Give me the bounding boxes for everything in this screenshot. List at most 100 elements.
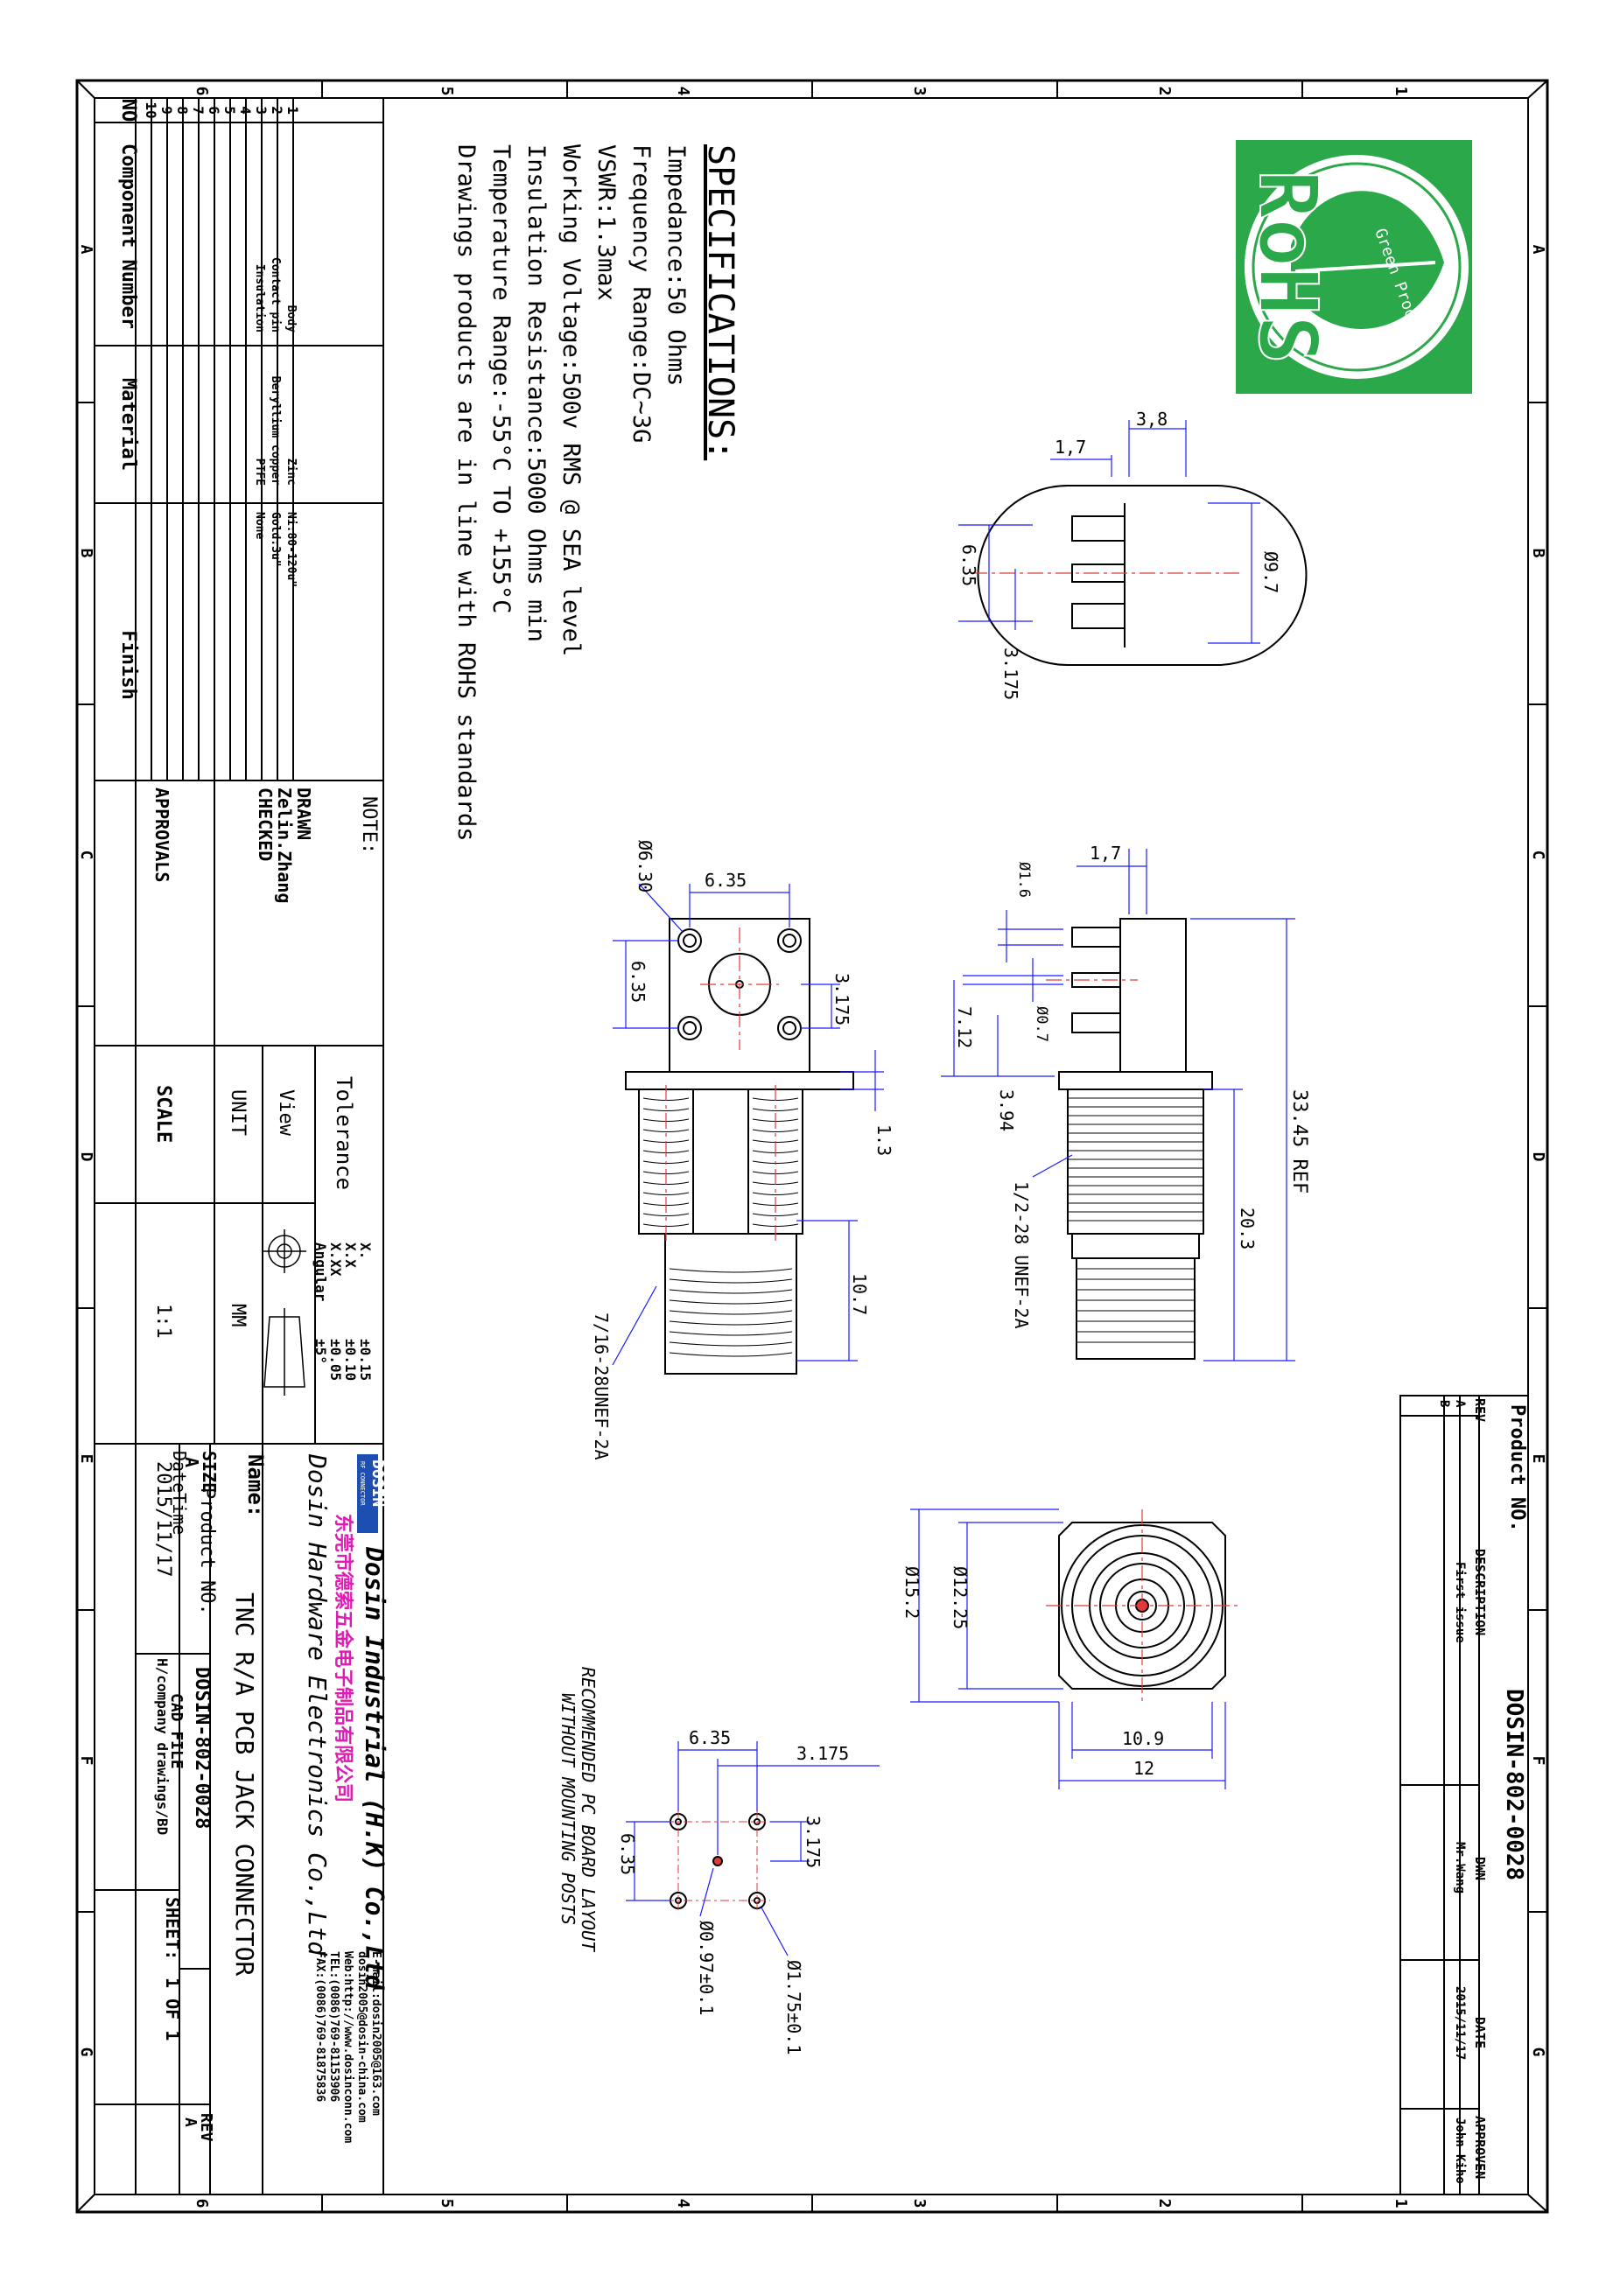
zone-letter-b2: B [77,549,95,558]
rev-value: A [181,2118,200,2127]
pcb-note-line-2: WITHOUT MOUNTING POSTS [558,1693,579,1925]
tolerance-val-xxx: ±0.05 [327,1339,344,1381]
bom-row-1-component: Body [284,305,298,332]
cad-value: H/company drawings/BD [154,1658,171,1835]
side-view-threads [1068,1097,1203,1343]
title-block-text: NOTE: DRAWN Zelin.Zhang CHECKED APPROVAL… [151,788,380,1381]
dim-0-7: Ø0.7 [1033,1006,1050,1042]
bom-row-2-material: Beryllium copper [269,376,282,486]
bom-row-9-no: 9 [158,106,175,115]
zone-number-1b: 1 [1392,2199,1410,2208]
dim-3-8: 3,8 [1136,409,1168,430]
tolerance-key-angular: Angular [312,1242,329,1301]
name-label: Name: [243,1454,268,1517]
unit-value: MM [227,1304,249,1327]
spec-line-voltage: Working Voltage:500v RMS @ SEA level [558,144,585,656]
bom-row-3-no: 3 [253,106,270,115]
zone-numbers: 1 2 3 4 5 6 1 2 3 4 5 6 [193,87,1410,2208]
bom-header-finish: Finish [117,630,139,699]
rev-row-a-date: 2015/11/17 [1453,1986,1467,2060]
zone-letters: A B C D E F G A B C D E F G [77,245,1547,2057]
pcb-dim-3-175-v: 3.175 [803,1816,824,1868]
bom-row-5-no: 5 [221,106,238,115]
zone-number-1: 1 [1392,87,1410,96]
top-view-dim-text: 3,8 1,7 Ø9.7 6.35 3.175 [958,409,1281,700]
unit-label: UNIT [227,1089,249,1136]
bom-row-3-component: Insulation [253,264,266,332]
dim-thread-7-16: 7/16-28UNEF-2A [591,1312,612,1460]
dim-10-9: 10.9 [1122,1728,1164,1749]
specifications: SPECIFICATIONS: Impedance:50 Ohms Freque… [452,144,740,842]
bom-row-1-no: 1 [284,106,301,115]
revision-block-lines [1399,1395,1529,2195]
size-value: A [181,1457,202,1467]
bom-row-4-no: 4 [237,106,254,115]
side-view-dims [941,849,1295,1362]
zone-letter-d: D [1529,1152,1547,1162]
zone-letter-g: G [1529,2048,1547,2057]
zone-number-4: 4 [674,87,692,96]
zone-letter-c: C [1529,850,1547,860]
sheet-label: SHEET: [162,1897,183,1960]
cad-label: CAD FILE [167,1693,186,1769]
end-view-dim-text: Ø12.25 Ø15.2 10.9 12 [901,1566,1164,1779]
pcb-dim-6-35-h: 6.35 [689,1727,731,1748]
dim-3-175-front: 3.175 [831,973,852,1026]
spec-line-frequency: Frequency Range:DC~3G [628,144,655,443]
zone-letter-e2: E [77,1454,95,1464]
rev-header-rev: REV [1472,1398,1488,1422]
tolerance-val-x: ±0.15 [357,1339,374,1381]
rev-header-approved: APPROVEN [1472,2116,1488,2179]
checked-label: CHECKED [255,788,276,861]
side-view [1058,918,1213,1360]
dim-6-35-front-v: 6.35 [628,961,649,1003]
contact-web: Web:http://www.dosinconn.com [341,1951,354,2143]
pcb-centerline [665,1810,770,1913]
bom-header-no: NO [117,99,139,122]
bom-row-3-material: PTFE [253,458,266,486]
rev-row-a-approved: John Kiho [1453,2118,1467,2184]
dim-1-7-top: 1,7 [1055,437,1086,458]
dim-10-7: 10.7 [849,1273,870,1315]
zone-number-6b: 6 [193,2199,211,2208]
rohs-logo: RoHS Green Product [1236,140,1472,394]
pcb-dim-1-75: Ø1.75±0.1 [783,1960,804,2054]
dim-33-45: 33.45 REF [1288,1089,1310,1194]
zone-number-5b: 5 [438,2199,456,2208]
bom-row-2-finish: Gold:3u" [269,512,282,567]
zone-letter-f2: F [77,1756,95,1766]
dim-6-35-top: 6.35 [958,544,979,586]
tolerance-val-angular: ±5° [312,1339,329,1364]
zone-letter-a: A [1529,245,1547,255]
front-view-dims [612,883,884,1366]
top-view [977,485,1308,666]
scale-label: SCALE [152,1085,174,1143]
dim-9-7: Ø9.7 [1260,551,1281,593]
pcb-dim-3-175-h: 3.175 [796,1743,849,1764]
pcb-note-line-1: RECOMMENDED PC BOARD LAYOUT [578,1667,599,1953]
spec-line-temperature: Temperature Range:-55°C TO +155°C [487,144,515,613]
size-label: SIZE [199,1451,220,1493]
rev-label: REV [197,2113,215,2142]
product-no-value: DOSIN-802-0028 [191,1667,213,1829]
rev-row-a-dwn: Mr.Wang [1453,1842,1467,1894]
view-label: View [275,1089,297,1137]
dim-20-3: 20.3 [1237,1208,1258,1250]
front-view-dim-text: Ø6.30 6.35 6.35 3.175 1.3 10.7 7/16-28UN… [591,840,894,1460]
rev-header-description: DESCRIPTION [1472,1549,1488,1635]
front-view-threads [642,1097,799,1357]
zone-letter-c2: C [77,850,95,860]
bom-row-6-no: 6 [206,106,222,115]
end-view-dims [910,1508,1226,1789]
dim-12-25: Ø12.25 [950,1566,971,1629]
bom-header-component: Component Number [117,144,139,329]
dim-1-3: 1.3 [873,1124,894,1156]
datetime-label: DateTime [169,1451,190,1535]
zone-letter-a2: A [77,245,95,255]
bom-row-2-no: 2 [269,106,285,115]
bom-row-2-component: Contact pin [269,257,282,332]
contact-tel: TEL:(0086)769-81153906 [327,1951,340,2102]
zone-number-3b: 3 [910,2199,929,2208]
rev-row-a-description: First issue [1453,1562,1467,1643]
